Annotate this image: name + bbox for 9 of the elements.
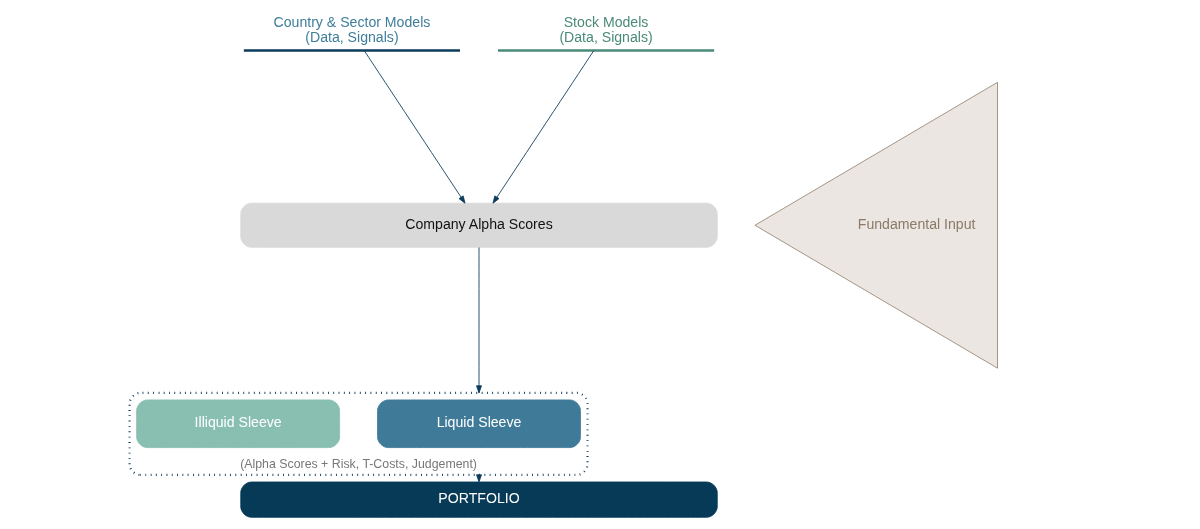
arrow (475, 247, 482, 394)
arrow (492, 50, 594, 204)
node-text: Stock Models (Data, Signals) (558, 13, 653, 46)
node-text: Country & Sector Models (Data, Signals) (273, 13, 430, 46)
node-box: Liquid Sleeve (376, 399, 581, 449)
node-box: Company Alpha Scores (239, 202, 718, 248)
node-box: Illiquid Sleeve (135, 399, 340, 449)
node-box: PORTFOLIO (239, 481, 718, 518)
arrow (363, 50, 465, 204)
